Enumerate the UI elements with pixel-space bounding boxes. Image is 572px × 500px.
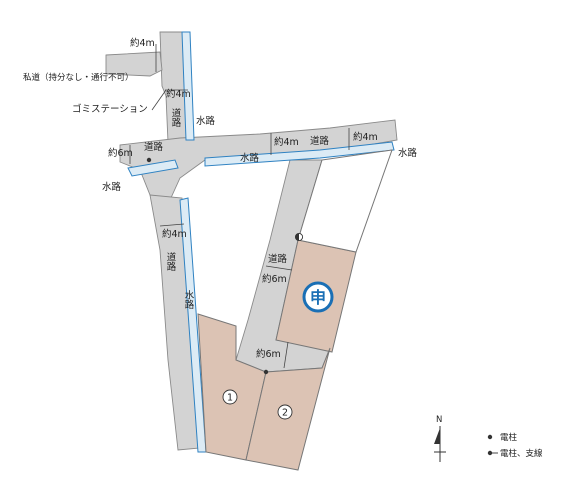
label-water-center: 水路	[240, 152, 260, 164]
dim-6m-bottom	[283, 341, 289, 369]
label-road-vertical-top: 道路	[170, 107, 182, 128]
lot-2-label: 2	[282, 408, 288, 419]
applied-mark-icon	[302, 281, 334, 313]
water-channel-north-east	[204, 141, 395, 167]
lot-2-marker	[277, 404, 293, 420]
label-road-inner: 道路	[268, 253, 288, 265]
label-water-left: 水路	[102, 181, 122, 193]
label-width-4m-right: 約4m	[353, 131, 378, 143]
lot-applied-area-north	[297, 149, 393, 253]
north-label: N	[436, 415, 442, 425]
label-garbage-station: ゴミステーション	[72, 103, 148, 115]
water-channel-left-spur	[127, 159, 179, 177]
lot-1-label: 1	[227, 393, 233, 404]
north-arrow-head	[434, 428, 440, 444]
pole-guy-fill	[295, 233, 299, 241]
label-water-right: 水路	[398, 147, 418, 159]
label-road-west: 道路	[165, 251, 177, 272]
label-road-left: 道路	[144, 141, 164, 153]
water-channel-west	[181, 31, 195, 141]
label-width-4m-top: 約4m	[130, 37, 155, 49]
label-width-6m-left: 約6m	[108, 147, 133, 159]
lot-1-marker	[222, 389, 238, 405]
label-water-west: 水路	[183, 289, 195, 310]
label-road-center: 道路	[310, 135, 330, 147]
road-private-stub	[105, 51, 163, 77]
label-water-channel-top: 水路	[196, 115, 216, 127]
leader-garbage-station	[151, 89, 167, 111]
legend-pole-icon	[487, 434, 493, 440]
label-width-4m-center: 約4m	[274, 136, 299, 148]
label-private-road: 私道（持分なし・通行不可）	[23, 72, 134, 83]
label-width-6m-bottom: 約6m	[256, 348, 281, 360]
label-width-4m-west: 約4m	[162, 228, 187, 240]
applied-mark-label: 申	[310, 288, 326, 307]
dim-4m-west	[159, 223, 185, 227]
label-width-4m-mid: 約4m	[166, 88, 191, 100]
legend-pole-label: 電柱	[500, 432, 518, 443]
pole-bottom	[263, 369, 269, 375]
pole-left	[146, 157, 152, 163]
legend-pole-guy-label: 電柱、支線	[500, 448, 543, 459]
dim-6m-inner	[265, 265, 293, 271]
label-width-6m-inner: 約6m	[262, 273, 287, 285]
